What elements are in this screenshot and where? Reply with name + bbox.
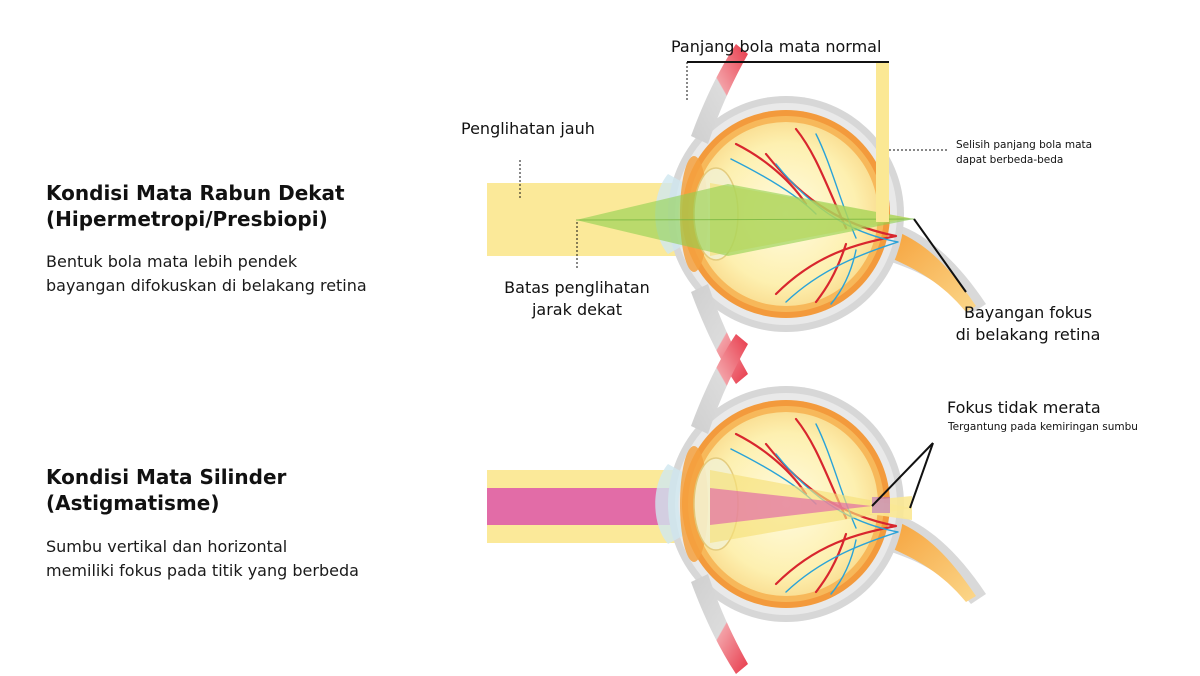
normal-length-label: Panjang bola mata normal [671,37,882,56]
focus-behind-line2: di belakang retina [955,325,1101,344]
hypermetropia-description: Bentuk bola mata lebih pendek bayangan d… [46,250,367,298]
far-vision-label: Penglihatan jauh [461,119,595,138]
astigmatism-desc-line2: memiliki fokus pada titik yang berbeda [46,561,359,580]
astigmatism-title-line2: (Astigmatisme) [46,491,220,515]
focus-pointer-a [871,442,934,507]
hypermetropia-desc-line2: bayangan difokuskan di belakang retina [46,276,367,295]
hypermetropia-title: Kondisi Mata Rabun Dekat (Hipermetropi/P… [46,180,345,232]
near-limit-line1: Batas penglihatan [504,278,650,297]
difference-note-line2: dapat berbeda-beda [956,154,1064,166]
focus-pointer-b [909,442,934,509]
near-limit-label: Batas penglihatan jarak dekat [488,277,666,321]
hypermetropia-title-line2: (Hipermetropi/Presbiopi) [46,207,328,231]
astigmatism-desc-line1: Sumbu vertikal dan horizontal [46,537,288,556]
focus-behind-pointer [913,218,967,293]
astig-magenta-cone [710,488,872,525]
near-limit-line2: jarak dekat [531,300,623,319]
astigmatism-title-line1: Kondisi Mata Silinder [46,465,287,489]
focus-behind-label: Bayangan fokus di belakang retina [938,302,1118,346]
uneven-focus-label: Fokus tidak merata [947,398,1101,417]
astigmatism-description: Sumbu vertikal dan horizontal memiliki f… [46,535,359,583]
astigmatism-title: Kondisi Mata Silinder (Astigmatisme) [46,464,286,516]
hypermetropia-desc-line1: Bentuk bola mata lebih pendek [46,252,298,271]
hypermetropia-title-line1: Kondisi Mata Rabun Dekat [46,181,345,205]
axis-tilt-note: Tergantung pada kemiringan sumbu [948,421,1138,433]
focus-behind-line1: Bayangan fokus [963,303,1093,322]
difference-note: Selisih panjang bola mata dapat berbeda-… [956,138,1092,168]
length-difference-bar [876,62,889,222]
difference-note-line1: Selisih panjang bola mata [956,139,1093,151]
